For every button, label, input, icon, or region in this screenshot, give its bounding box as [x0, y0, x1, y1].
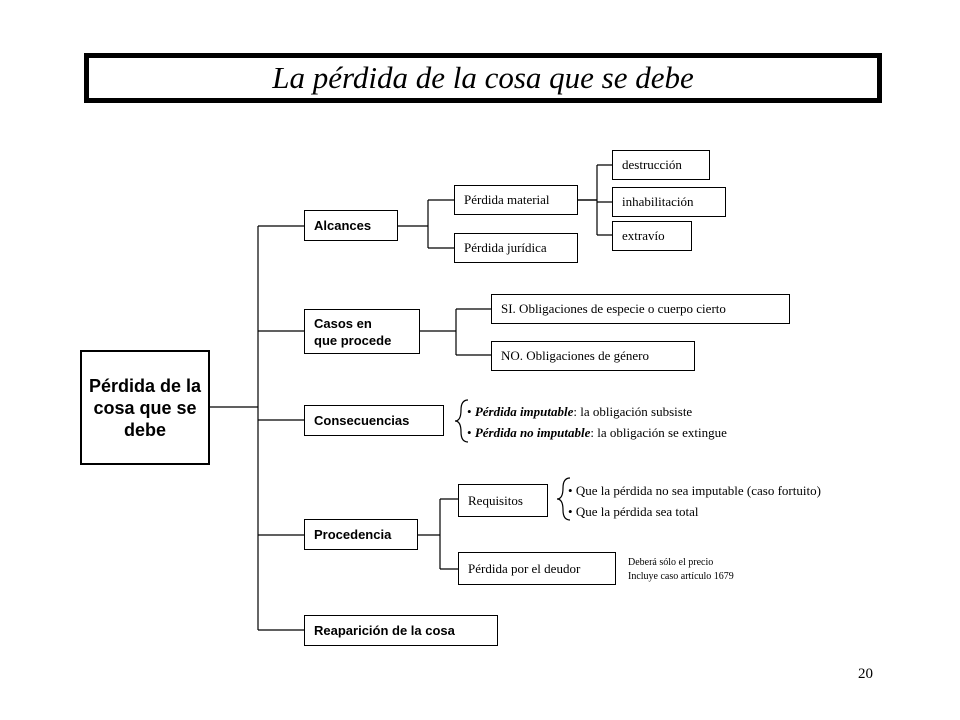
node-inhabilitacion: inhabilitación — [612, 187, 726, 217]
brace-requisitos — [556, 477, 571, 521]
node-extravio: extravío — [612, 221, 692, 251]
consecuencias-list: • Pérdida imputable: la obligación subsi… — [467, 401, 727, 443]
node-casos-en-que-procede: Casos en que procede — [304, 309, 420, 354]
node-procedencia: Procedencia — [304, 519, 418, 550]
node-reaparicion: Reaparición de la cosa — [304, 615, 498, 646]
node-alcances: Alcances — [304, 210, 398, 241]
node-no-obligaciones: NO. Obligaciones de género — [491, 341, 695, 371]
brace-consecuencias — [454, 399, 469, 443]
node-perdida-juridica: Pérdida jurídica — [454, 233, 578, 263]
root-node: Pérdida de la cosa que se debe — [80, 350, 210, 465]
node-perdida-material: Pérdida material — [454, 185, 578, 215]
node-consecuencias: Consecuencias — [304, 405, 444, 436]
node-destruccion: destrucción — [612, 150, 710, 180]
consecuencia-item: • Pérdida imputable: la obligación subsi… — [467, 404, 693, 419]
connector-procedencia-sub — [418, 498, 458, 570]
deudor-notes: Deberá sólo el precio Incluye caso artíc… — [628, 556, 734, 584]
requisitos-list: • Que la pérdida no sea imputable (caso … — [568, 480, 821, 522]
node-casos-label: Casos en que procede — [314, 315, 392, 348]
consecuencia-item: • Pérdida no imputable: la obligación se… — [467, 425, 727, 440]
node-si-obligaciones: SI. Obligaciones de especie o cuerpo cie… — [491, 294, 790, 324]
requisito-item: • Que la pérdida no sea imputable (caso … — [568, 483, 821, 498]
slide-title: La pérdida de la cosa que se debe — [84, 53, 882, 103]
page-number: 20 — [858, 666, 873, 682]
connector-casos-sub — [420, 308, 491, 356]
node-perdida-deudor: Pérdida por el deudor — [458, 552, 616, 585]
node-requisitos: Requisitos — [458, 484, 548, 517]
connector-alcances-sub — [398, 199, 454, 249]
requisito-item: • Que la pérdida sea total — [568, 504, 699, 519]
deudor-note: Deberá sólo el precio — [628, 557, 714, 568]
deudor-note: Incluye caso artículo 1679 — [628, 571, 734, 582]
